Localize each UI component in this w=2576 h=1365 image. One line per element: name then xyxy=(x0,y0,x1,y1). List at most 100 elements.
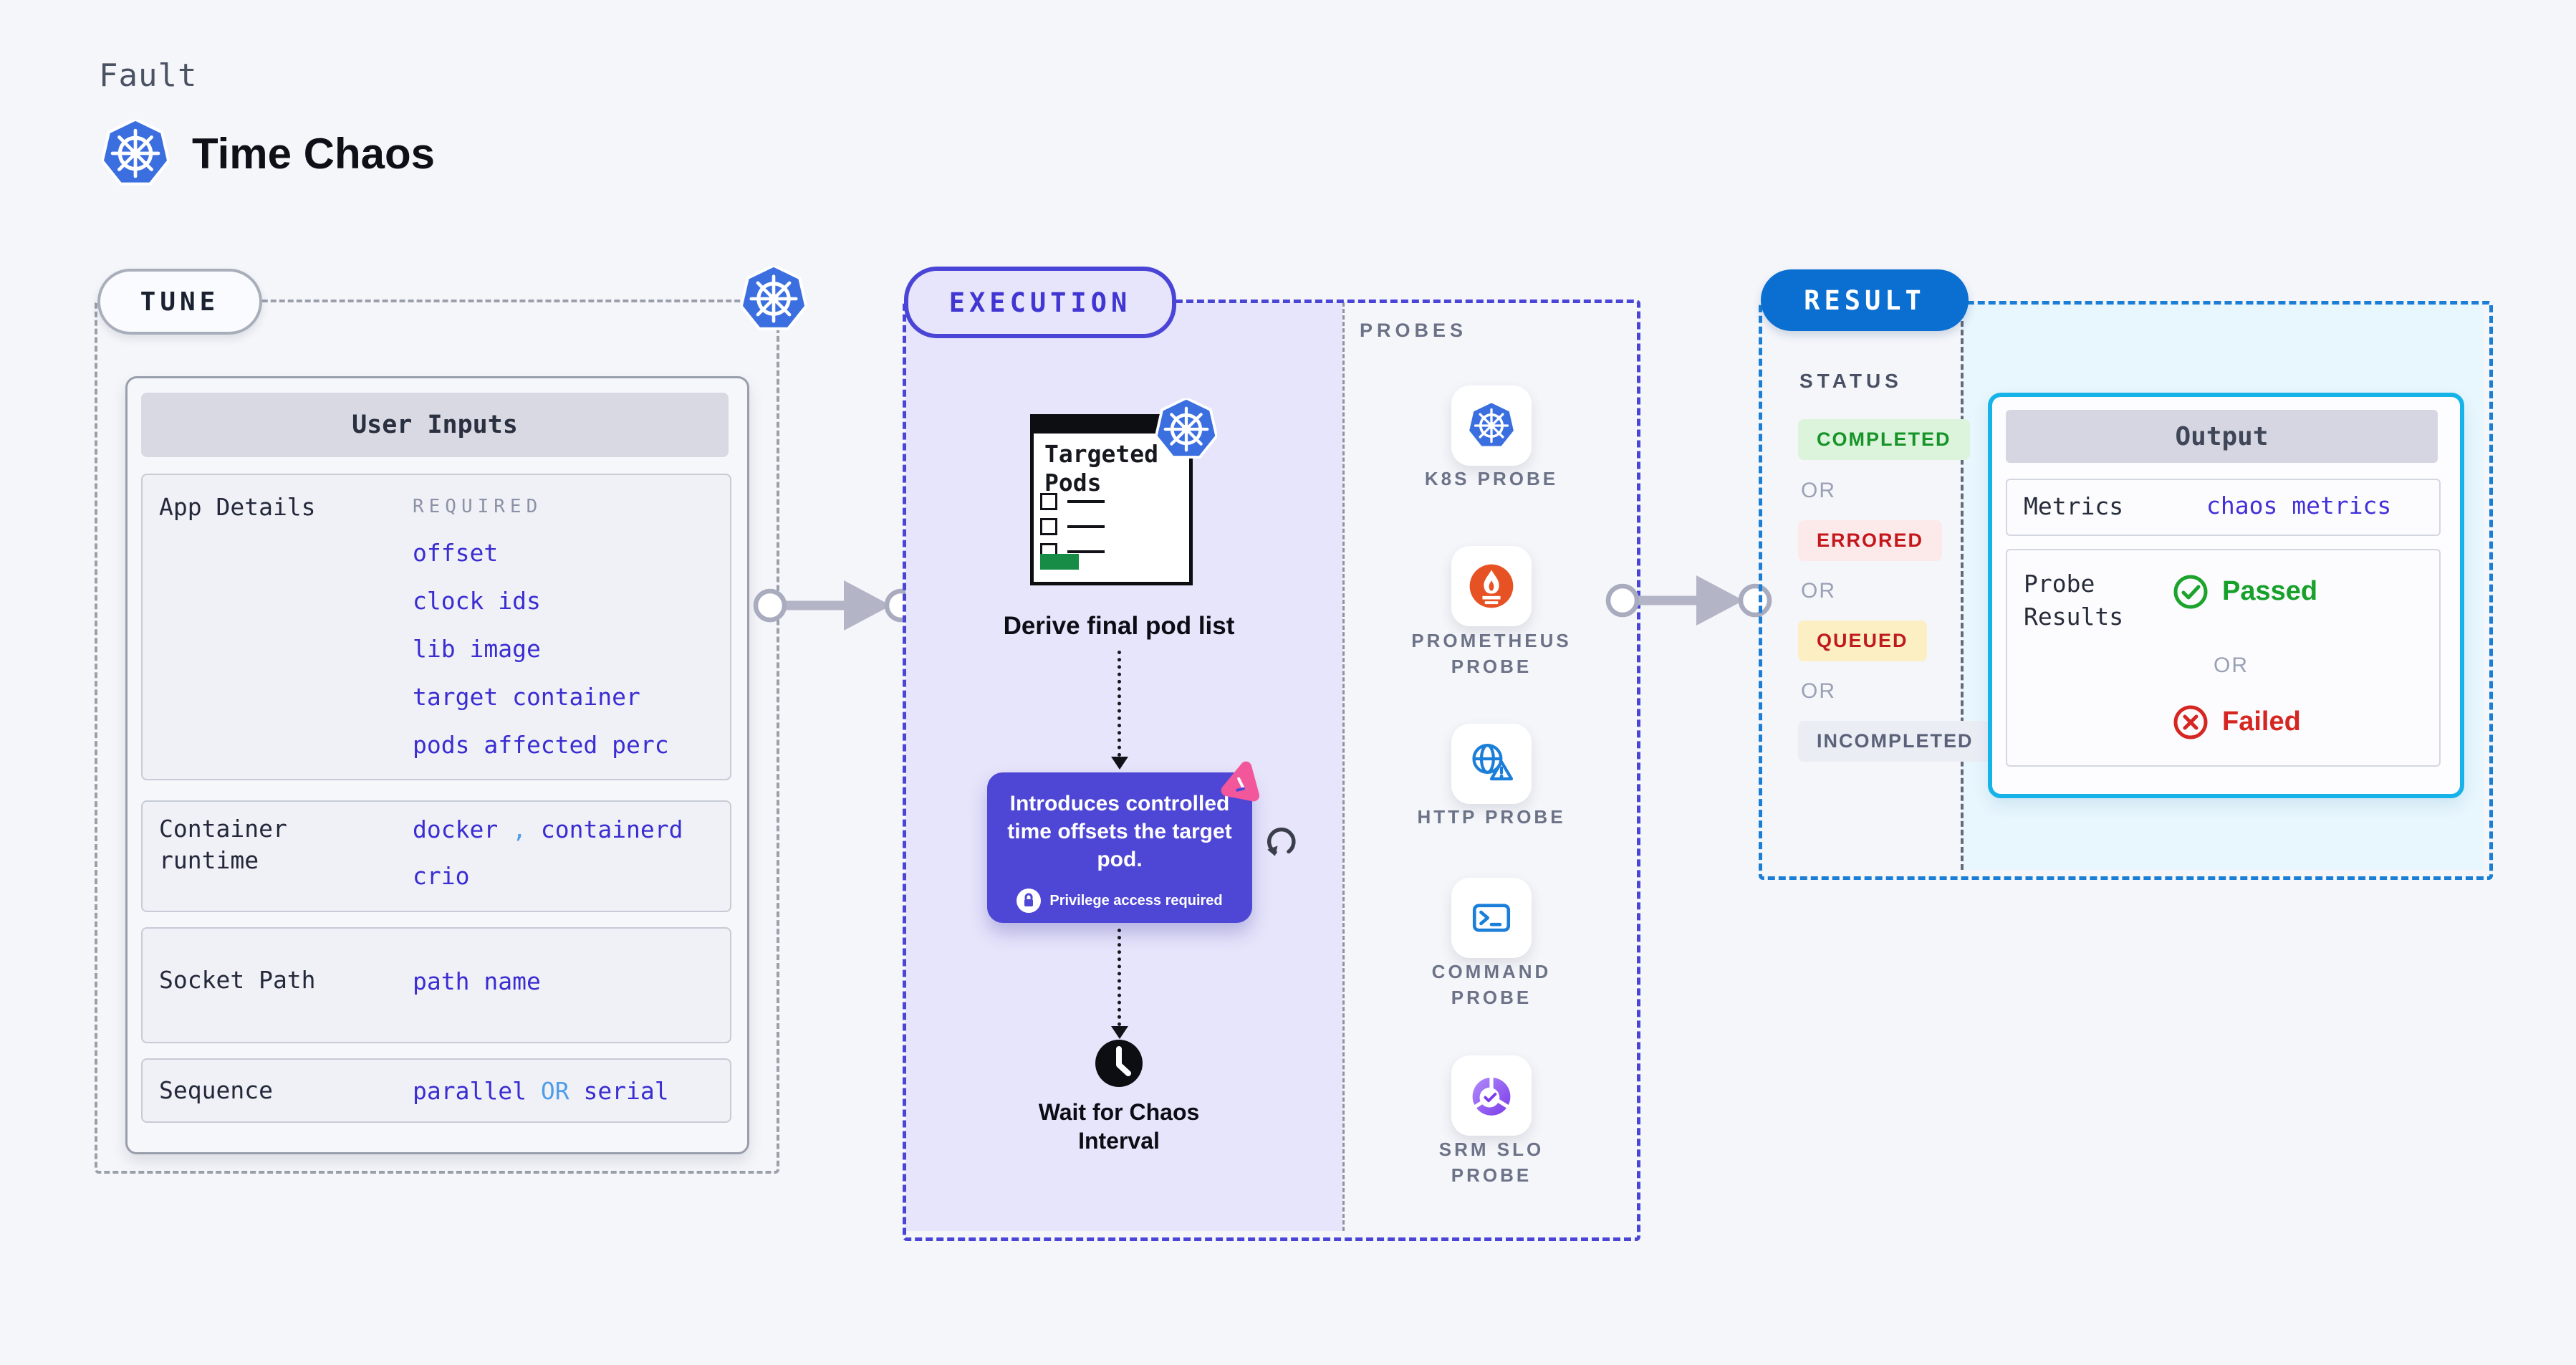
status-badge-incompleted: INCOMPLETED xyxy=(1798,721,1992,762)
execution-probes-divider xyxy=(1342,302,1345,1231)
passed-text: Passed xyxy=(2222,576,2318,606)
tune-section-pill: TUNE xyxy=(97,269,262,335)
pods-card-title: Targeted Pods xyxy=(1044,440,1158,497)
status-title: STATUS xyxy=(1799,370,1903,392)
kubernetes-icon xyxy=(1155,398,1217,460)
or-separator: OR xyxy=(1801,579,1836,603)
chaos-pink-icon xyxy=(1221,761,1260,802)
metrics-label: Metrics xyxy=(2024,492,2124,520)
list-line xyxy=(1067,525,1105,528)
user-inputs-header: User Inputs xyxy=(141,393,729,457)
comma-separator: , xyxy=(512,815,527,843)
execution-section-box xyxy=(903,300,1640,1241)
tune-section-box xyxy=(95,300,779,1174)
failed-text: Failed xyxy=(2222,707,2301,737)
link-clock-ids[interactable]: clock ids xyxy=(413,587,541,615)
privilege-note-text: Privilege access required xyxy=(1049,892,1223,909)
container-runtime-label: Container runtime xyxy=(159,815,287,874)
required-badge: REQUIRED xyxy=(413,496,543,517)
probe-label: COMMAND PROBE xyxy=(1431,961,1552,1008)
wait-interval-caption: Wait for Chaos Interval xyxy=(1038,1099,1200,1154)
probe-label: HTTP PROBE xyxy=(1417,806,1566,828)
page-title: Time Chaos xyxy=(192,129,435,178)
or-separator: OR xyxy=(1801,479,1836,502)
pods-checklist xyxy=(1040,493,1105,568)
tooltip-text: Introduces controlled time offsets the t… xyxy=(1007,792,1232,871)
command-probe-tile xyxy=(1451,878,1532,958)
execution-section-pill: EXECUTION xyxy=(904,267,1176,338)
arrowhead-down-icon xyxy=(1111,757,1128,770)
output-header: Output xyxy=(2006,410,2438,463)
status-badge-completed: COMPLETED xyxy=(1798,419,1970,460)
tune-label: TUNE xyxy=(140,287,220,317)
srm-slo-icon xyxy=(1472,1076,1511,1116)
arrow-tune-to-execution xyxy=(753,580,918,631)
result-section-pill: RESULT xyxy=(1761,269,1969,331)
probe-results-label: Probe Results xyxy=(2024,570,2124,631)
srm-slo-probe-tile xyxy=(1451,1055,1532,1136)
app-details-label: App Details xyxy=(159,493,316,521)
k8s-icon xyxy=(1468,402,1515,449)
link-serial[interactable]: serial xyxy=(583,1077,669,1105)
link-parallel[interactable]: parallel xyxy=(413,1077,527,1105)
http-globe-warning-icon xyxy=(1472,744,1514,781)
prometheus-probe-tile xyxy=(1451,546,1532,626)
k8s-probe-tile xyxy=(1451,385,1532,466)
x-circle-icon xyxy=(2173,705,2208,739)
status-badge-errored: ERRORED xyxy=(1798,520,1943,561)
result-label: RESULT xyxy=(1804,284,1926,316)
or-separator: OR xyxy=(1801,679,1836,703)
http-probe-tile xyxy=(1451,724,1532,804)
flow-dotted-line xyxy=(1118,929,1121,1026)
check-circle-icon xyxy=(2173,575,2208,609)
result-section-box xyxy=(1759,301,2493,880)
metrics-row xyxy=(2006,479,2441,536)
socket-path-label: Socket Path xyxy=(159,966,316,994)
link-pods-affected-perc[interactable]: pods affected perc xyxy=(413,731,669,759)
terminal-icon xyxy=(1472,904,1511,932)
status-badge-queued: QUEUED xyxy=(1798,621,1927,661)
sequence-label: Sequence xyxy=(159,1076,273,1104)
progress-bar xyxy=(1040,554,1079,570)
link-offset[interactable]: offset xyxy=(413,539,499,567)
link-crio[interactable]: crio xyxy=(413,862,470,890)
probe-label: PROMETHEUS PROBE xyxy=(1411,630,1572,677)
loop-refresh-icon xyxy=(1267,827,1296,856)
execution-label: EXECUTION xyxy=(948,287,1132,318)
checkbox-icon xyxy=(1040,518,1057,535)
sequence-values: parallel OR serial xyxy=(413,1077,669,1105)
kubernetes-icon xyxy=(102,120,169,187)
sequence-row xyxy=(141,1058,731,1123)
clock-icon xyxy=(1095,1040,1143,1087)
status-output-divider xyxy=(1961,304,1964,870)
prometheus-icon xyxy=(1469,564,1514,608)
probes-title: PROBES xyxy=(1360,320,1468,341)
probe-results-row xyxy=(2006,549,2441,767)
or-separator: OR xyxy=(540,1077,569,1105)
kubernetes-icon xyxy=(741,266,807,332)
checkbox-icon xyxy=(1040,493,1057,510)
or-separator: OR xyxy=(2214,653,2249,677)
socket-path-row xyxy=(141,927,731,1043)
privilege-note: Privilege access required xyxy=(987,889,1252,913)
probe-label: SRM SLO PROBE xyxy=(1438,1139,1544,1186)
link-path-name[interactable]: path name xyxy=(413,967,541,995)
lock-icon xyxy=(1017,889,1042,913)
chaos-metrics-link[interactable]: chaos metrics xyxy=(2206,492,2392,519)
link-containerd[interactable]: containerd xyxy=(540,815,683,843)
fault-kicker: Fault xyxy=(99,57,198,94)
link-target-container[interactable]: target container xyxy=(413,683,640,711)
list-line xyxy=(1067,550,1105,553)
derive-pod-list-caption: Derive final pod list xyxy=(1003,612,1235,640)
container-runtime-values: docker , containerd xyxy=(413,815,683,843)
flow-dotted-line xyxy=(1118,651,1121,757)
arrow-execution-to-result xyxy=(1605,575,1772,626)
link-lib-image[interactable]: lib image xyxy=(413,635,541,663)
probe-label: K8S PROBE xyxy=(1424,468,1559,489)
link-docker[interactable]: docker xyxy=(413,815,499,843)
container-runtime-row xyxy=(141,800,731,912)
app-details-row xyxy=(141,474,731,780)
list-line xyxy=(1067,500,1105,503)
arrowhead-down-icon xyxy=(1111,1026,1128,1039)
pods-card-titlebar xyxy=(1030,414,1173,433)
